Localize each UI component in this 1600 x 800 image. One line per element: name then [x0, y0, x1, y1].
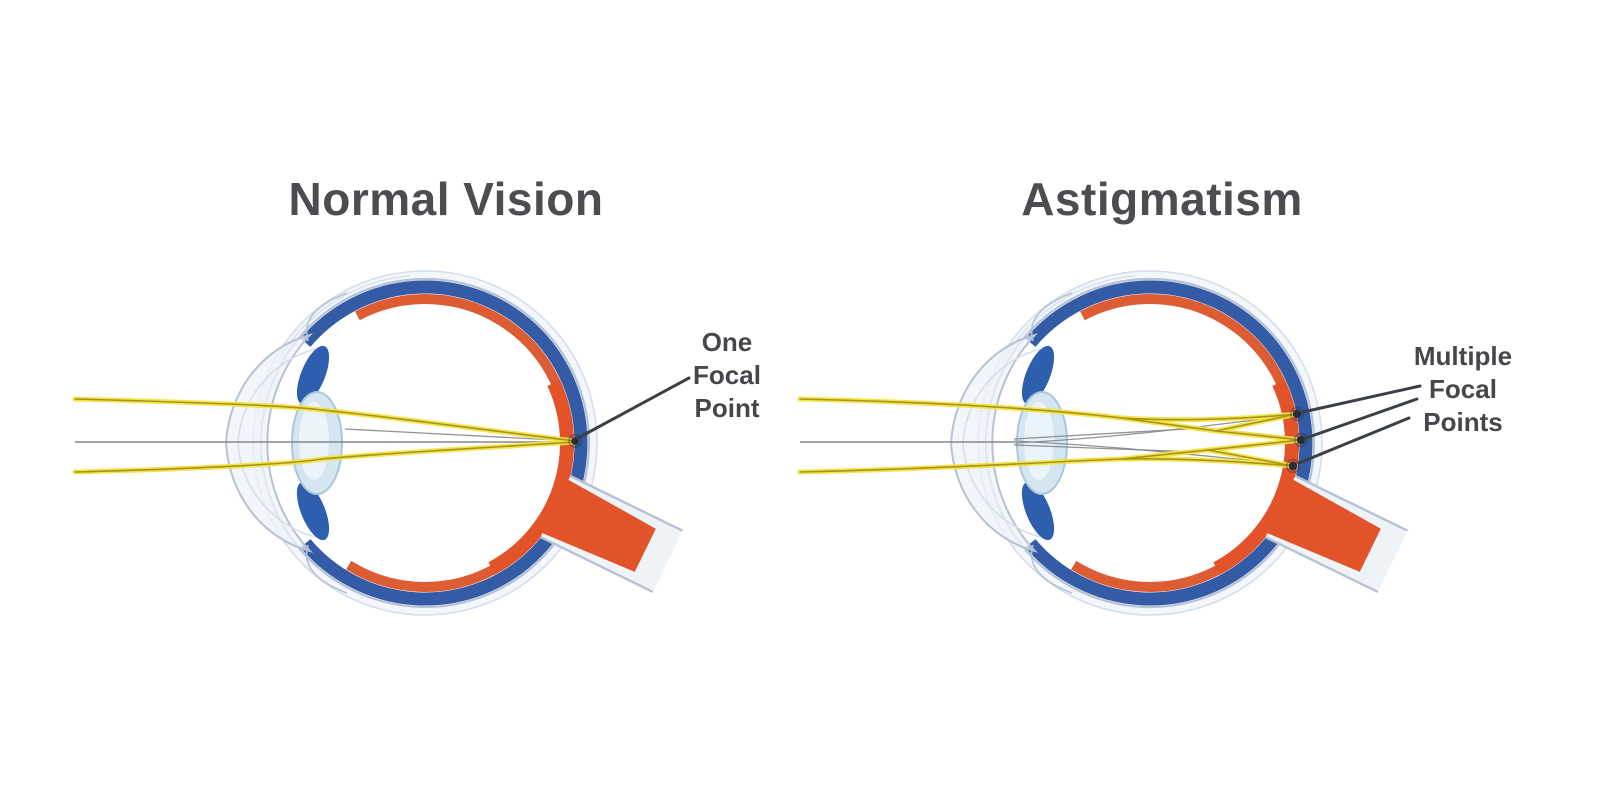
eye-cross-section	[226, 271, 683, 615]
normal-vision-eye	[72, 271, 691, 615]
focal-point-marker	[568, 434, 582, 448]
converging-gray-ray	[344, 428, 576, 442]
leader-line-focal-point-1	[1301, 384, 1422, 414]
focal-label-one-focal-point: One Focal Point	[693, 327, 761, 423]
panel-title-normal-vision: Normal Vision	[288, 173, 604, 225]
focal-point-marker	[1293, 432, 1309, 448]
leader-line-focal-point-3	[1297, 416, 1411, 465]
focal-label-multiple-focal-points: Multiple Focal Points	[1413, 341, 1513, 437]
leader-line-one-focal-point	[576, 376, 691, 440]
leader-line-focal-point-2	[1304, 397, 1419, 440]
focal-point-marker	[1285, 458, 1301, 474]
focal-point-marker	[1289, 406, 1305, 422]
light-rays	[72, 396, 578, 475]
panel-title-astigmatism: Astigmatism	[1021, 173, 1303, 225]
light-rays	[797, 396, 1304, 475]
astigmatism-eye	[797, 271, 1422, 615]
